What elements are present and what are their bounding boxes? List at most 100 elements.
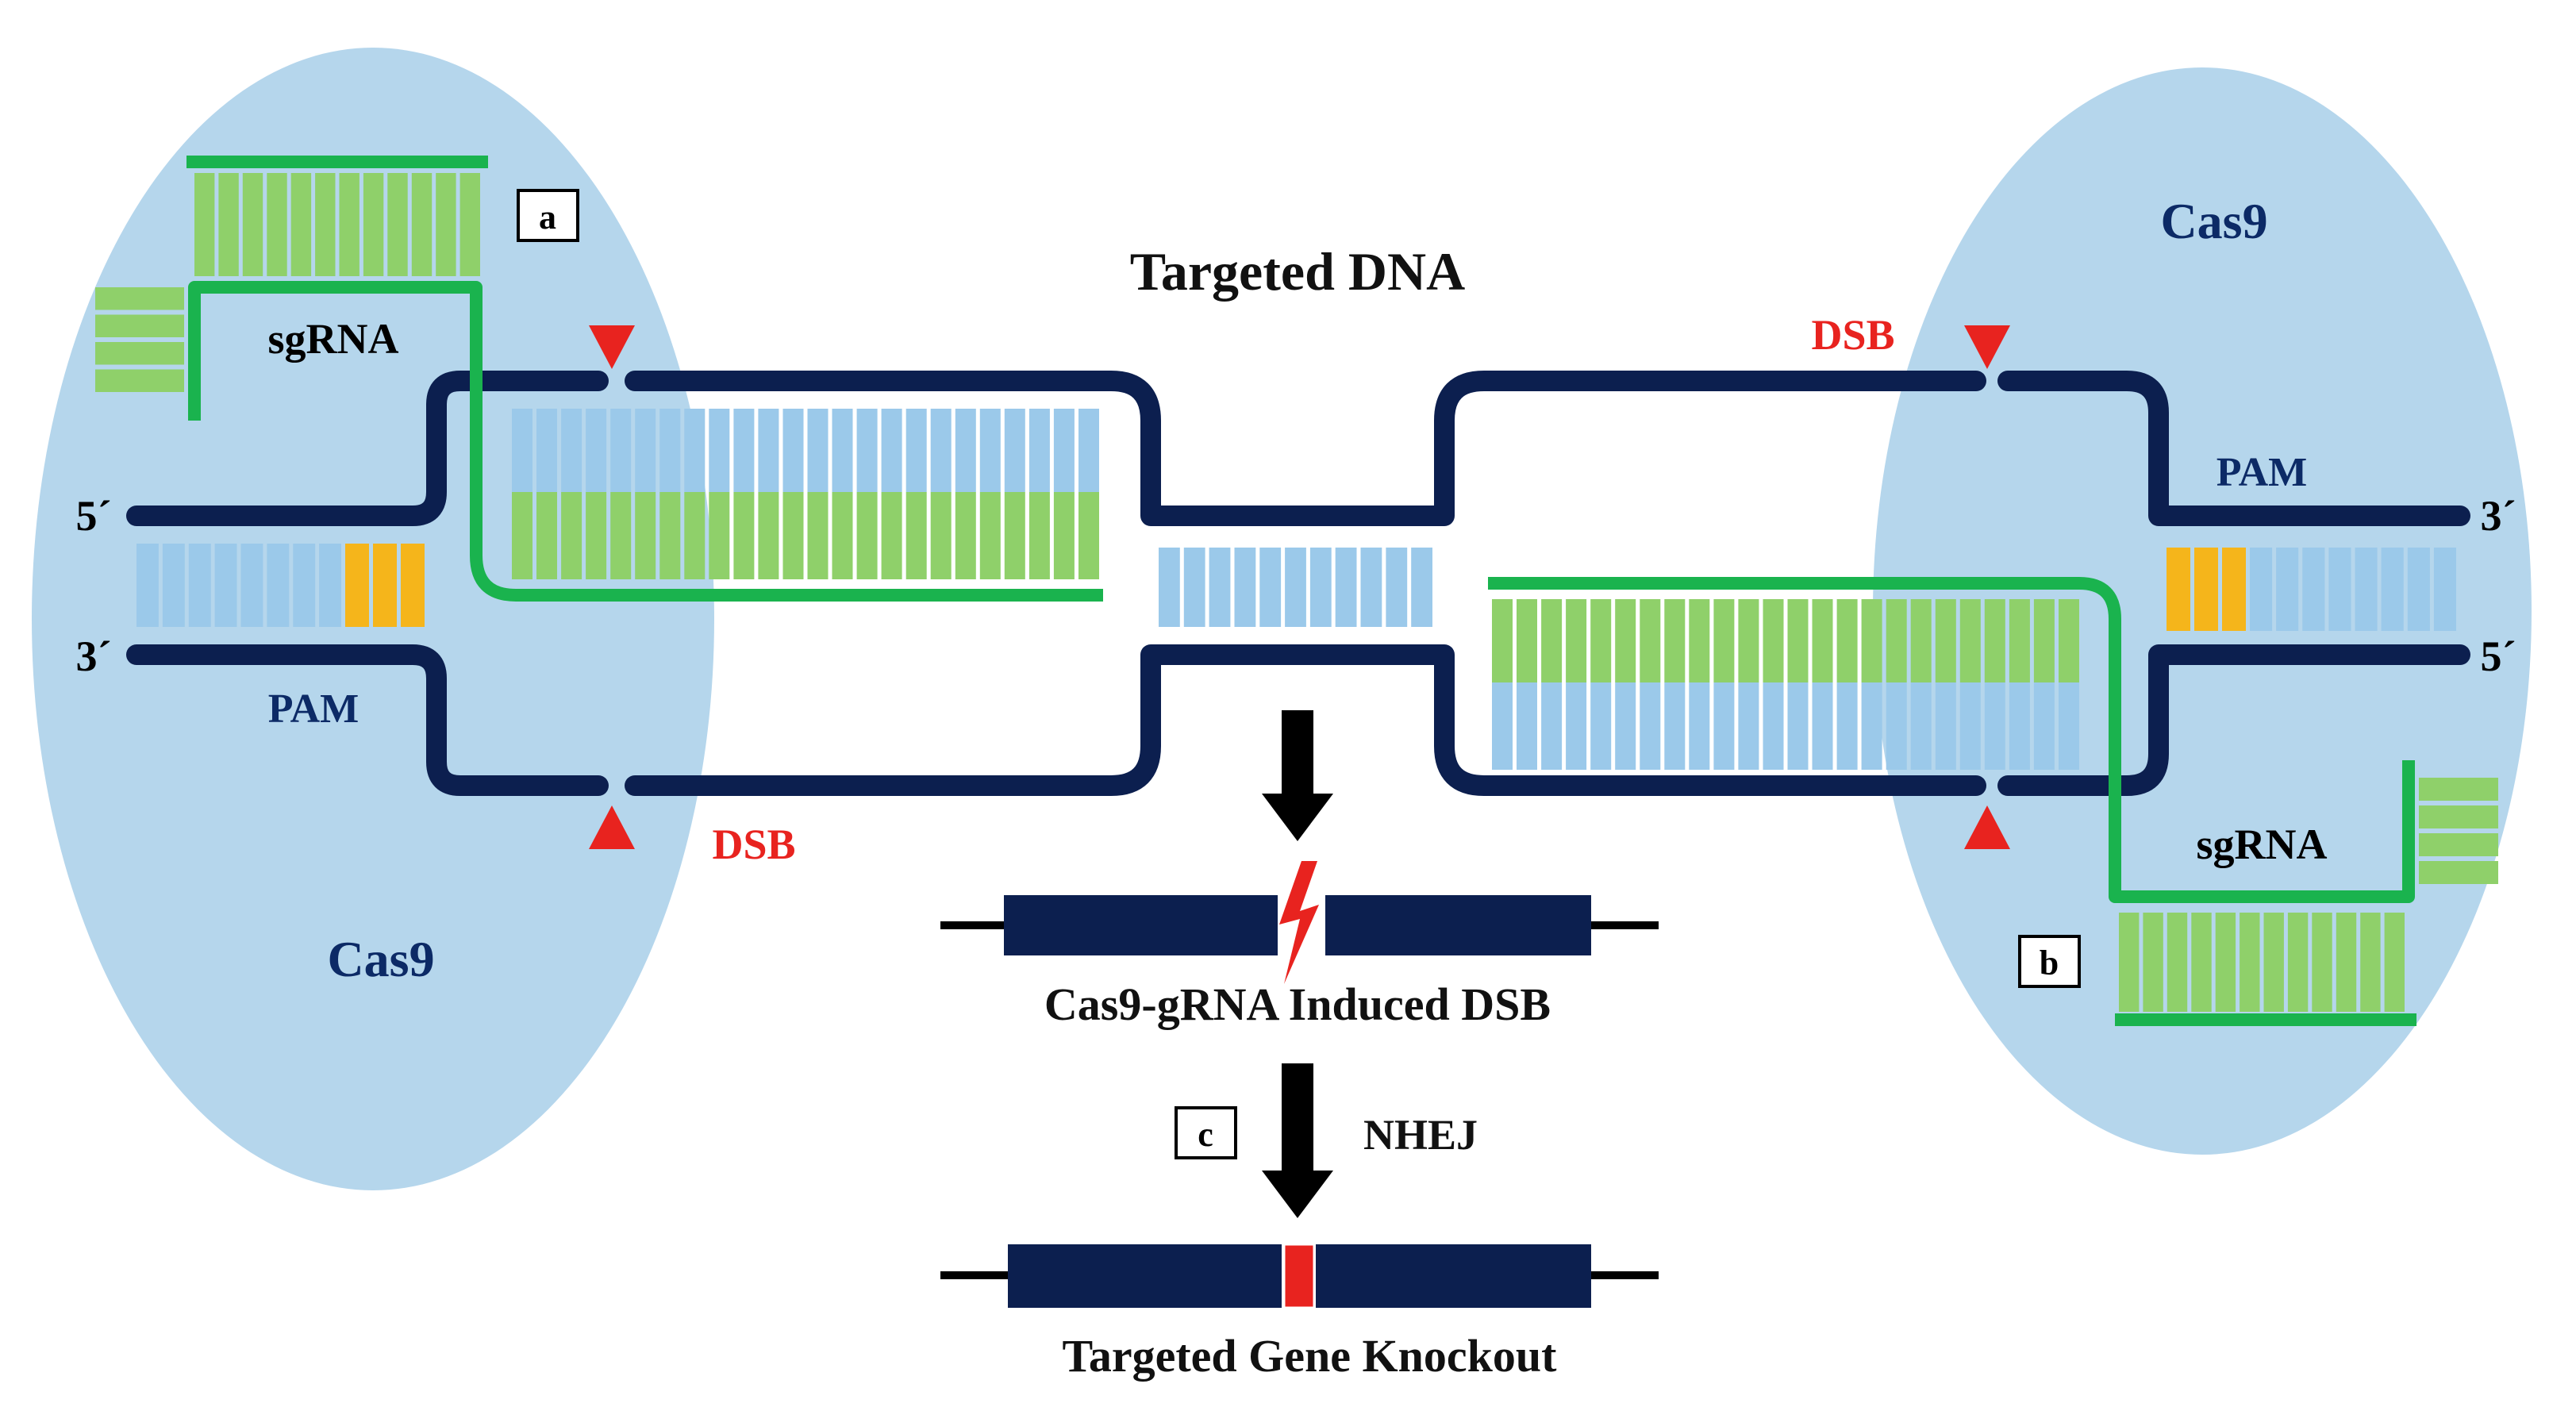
rna-base-tick — [218, 173, 239, 276]
right-duplex-bases — [2250, 548, 2456, 631]
base-pair-tick — [684, 409, 706, 492]
base-pair-tick — [758, 409, 779, 492]
rna-base-tick — [1763, 599, 1784, 682]
rna-side-bar — [2419, 778, 2498, 801]
base-pair-tick — [1640, 682, 1661, 770]
rna-base-tick — [1935, 599, 1956, 682]
rna-side-bar — [2419, 833, 2498, 856]
base-pair-tick — [561, 409, 582, 492]
base-pair-tick — [214, 544, 237, 627]
base-pair-tick — [1078, 409, 1099, 492]
base-pair-tick — [1004, 409, 1025, 492]
base-pair-tick — [1360, 548, 1382, 627]
rna-base-tick — [2287, 913, 2309, 1012]
rna-base-tick — [387, 173, 408, 276]
panel-b-box — [2018, 935, 2081, 988]
dsb-label-right: DSB — [1811, 311, 1894, 359]
left-duplex-bases — [136, 544, 341, 627]
base-pair-tick — [1259, 548, 1282, 627]
base-pair-tick — [1183, 548, 1205, 627]
rna-base-tick — [2191, 913, 2212, 1012]
panel-a-label: a — [539, 198, 556, 236]
base-pair-tick — [1566, 682, 1587, 770]
base-pair-tick — [319, 544, 341, 627]
rna-base-tick — [1886, 599, 1907, 682]
dsb-marker-bottom-left — [589, 805, 635, 849]
base-pair-tick — [1053, 409, 1075, 492]
sgrna-left-backbone — [188, 281, 1103, 602]
panel-a-box — [517, 189, 579, 242]
rna-base-tick — [905, 492, 927, 579]
rna-base-tick — [1910, 599, 1932, 682]
base-pair-tick — [1787, 682, 1809, 770]
rna-base-tick — [561, 492, 582, 579]
five-prime-label-left: 5´ — [76, 492, 112, 540]
base-pair-tick — [905, 409, 927, 492]
rna-base-tick — [881, 492, 902, 579]
base-pair-tick — [586, 409, 607, 492]
base-pair-tick — [136, 544, 159, 627]
rna-base-tick — [979, 492, 1001, 579]
three-prime-label-left: 3´ — [76, 632, 112, 680]
gene-ko-insertion — [1282, 1243, 1316, 1309]
rna-base-tick — [635, 492, 656, 579]
pam-base-tick — [2222, 548, 2246, 631]
rna-base-tick — [1615, 599, 1636, 682]
base-pair-tick — [2009, 682, 2030, 770]
base-pair-tick — [2059, 682, 2079, 770]
base-pair-tick — [512, 409, 533, 492]
rna-base-tick — [1004, 492, 1025, 579]
nhej-label: NHEJ — [1363, 1111, 1478, 1159]
rna-base-tick — [1078, 492, 1099, 579]
base-pair-tick — [1812, 682, 1833, 770]
base-pair-tick — [881, 409, 902, 492]
rna-base-tick — [610, 492, 632, 579]
panel-c-box — [1175, 1106, 1237, 1159]
rna-base-tick — [1738, 599, 1759, 682]
dna-top-strand-mid — [625, 371, 1986, 526]
rna-base-tick — [1959, 599, 1981, 682]
rna-base-tick — [586, 492, 607, 579]
base-pair-tick — [162, 544, 185, 627]
right-pam-bases — [2167, 548, 2246, 631]
rna-base-tick — [267, 173, 287, 276]
rna-base-tick — [709, 492, 730, 579]
rna-base-tick — [2312, 913, 2332, 1012]
middle-duplex-bases — [1159, 548, 1432, 627]
knockout-caption: Targeted Gene Knockout — [1063, 1330, 1558, 1382]
rna-base-tick — [242, 173, 263, 276]
left-sgrna-scaffold-bases — [194, 173, 480, 276]
dna-top-strand-right — [1997, 371, 2470, 526]
base-pair-tick — [1541, 682, 1563, 770]
panel-c-label: c — [1198, 1115, 1213, 1154]
rna-base-tick — [1590, 599, 1612, 682]
rna-base-tick — [2059, 599, 2079, 682]
rna-base-tick — [807, 492, 829, 579]
rna-base-tick — [856, 492, 878, 579]
sgrna-right-backbone — [1488, 577, 2415, 903]
rna-base-tick — [2263, 913, 2284, 1012]
gene-ko-segment-left — [1008, 1244, 1282, 1308]
base-pair-tick — [2407, 548, 2430, 631]
base-pair-tick — [2276, 548, 2299, 631]
rna-base-tick — [782, 492, 804, 579]
pam-base-tick — [401, 544, 425, 627]
rna-side-bar — [2419, 805, 2498, 828]
rna-base-tick — [2215, 913, 2236, 1012]
rna-base-tick — [2167, 913, 2188, 1012]
base-pair-tick — [1886, 682, 1907, 770]
rna-base-tick — [1541, 599, 1563, 682]
rna-base-tick — [1566, 599, 1587, 682]
base-pair-tick — [2302, 548, 2325, 631]
rna-base-tick — [339, 173, 359, 276]
base-pair-tick — [782, 409, 804, 492]
right-sgrna-side-bars — [2419, 778, 2498, 884]
dna-bottom-strand-right — [1997, 644, 2470, 796]
right-sgrna-bases — [1492, 599, 2079, 682]
base-pair-tick — [1861, 682, 1882, 770]
dsb-marker-top-right — [1964, 325, 2010, 369]
left-pam-bases — [345, 544, 425, 627]
rna-base-tick — [955, 492, 976, 579]
